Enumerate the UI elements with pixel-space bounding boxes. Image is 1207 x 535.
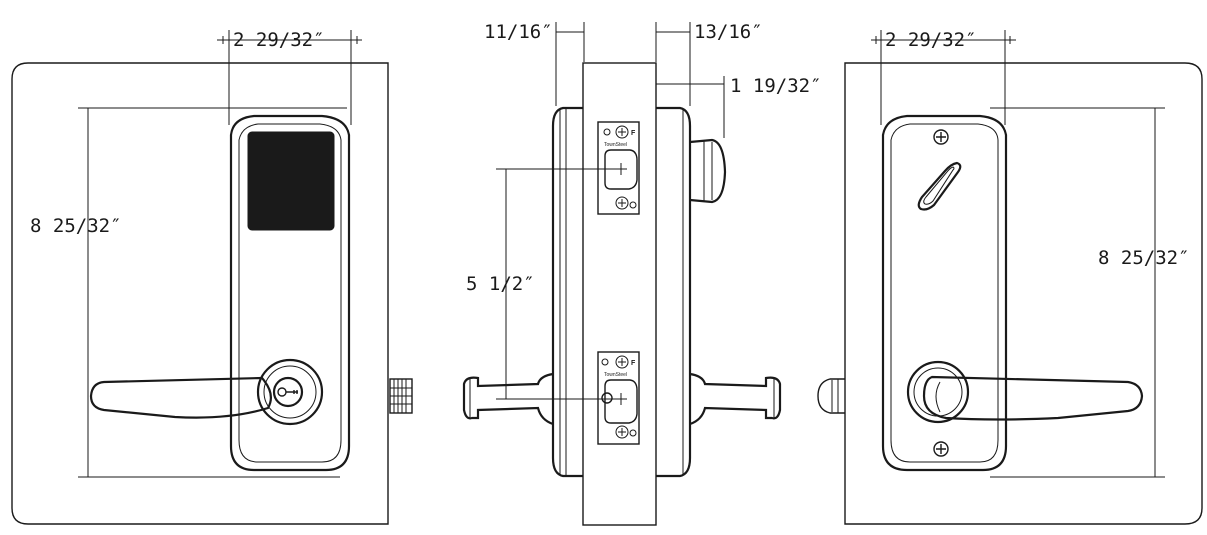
back-thumbturn (917, 161, 962, 211)
front-height-label: 8 25/32″ (30, 215, 122, 237)
front-width-label: 2 29/32″ (233, 29, 325, 51)
top-strike-brand: TownSteel (604, 142, 627, 148)
bottom-strike-plate (597, 351, 640, 445)
back-lever-handle (922, 375, 1144, 421)
front-view: 2 29/32″ 8 25/32″ (11, 29, 413, 525)
front-rose (256, 358, 324, 426)
side-screw-spacing-label: 5 1/2″ (466, 273, 535, 295)
card-reader-panel (247, 131, 335, 231)
bottom-strike-mark: F (631, 360, 636, 367)
top-latch-bolt (604, 149, 638, 190)
top-strike-plate (597, 121, 640, 215)
back-latch-edge (817, 378, 845, 414)
side-view: F TownSteel F TownSteel 11/16″ 13/16″ (462, 21, 822, 526)
back-width-label: 2 29/32″ (885, 29, 977, 51)
back-top-screw-icon (933, 129, 949, 145)
side-right-lever (689, 372, 782, 426)
bottom-strike-brand: TownSteel (604, 372, 627, 378)
door-edge (582, 62, 657, 526)
side-door-inner-label: 13/16″ (694, 21, 763, 43)
side-latch-offset-label: 11/16″ (484, 21, 553, 43)
back-height-label: 8 25/32″ (1098, 247, 1190, 269)
side-left-escutcheon (551, 106, 583, 478)
bottom-latch-bolt (604, 379, 638, 424)
front-door-panel (11, 62, 389, 525)
side-left-lever (462, 372, 554, 426)
side-projection-label: 1 19/32″ (730, 75, 822, 97)
side-thumbturn (689, 138, 727, 204)
top-strike-mark: F (631, 130, 636, 137)
side-right-escutcheon (656, 106, 692, 478)
front-lever-handle (89, 376, 273, 419)
back-bottom-screw-icon (933, 441, 949, 457)
front-escutcheon (229, 114, 351, 472)
key-cylinder (272, 376, 304, 408)
deadlatch-plunger (601, 392, 613, 404)
back-rose (906, 360, 970, 424)
back-escutcheon (881, 114, 1008, 472)
keyhole-icon (277, 387, 287, 397)
back-door-panel (844, 62, 1203, 525)
back-view: 2 29/32″ 8 25/32″ (817, 29, 1203, 525)
